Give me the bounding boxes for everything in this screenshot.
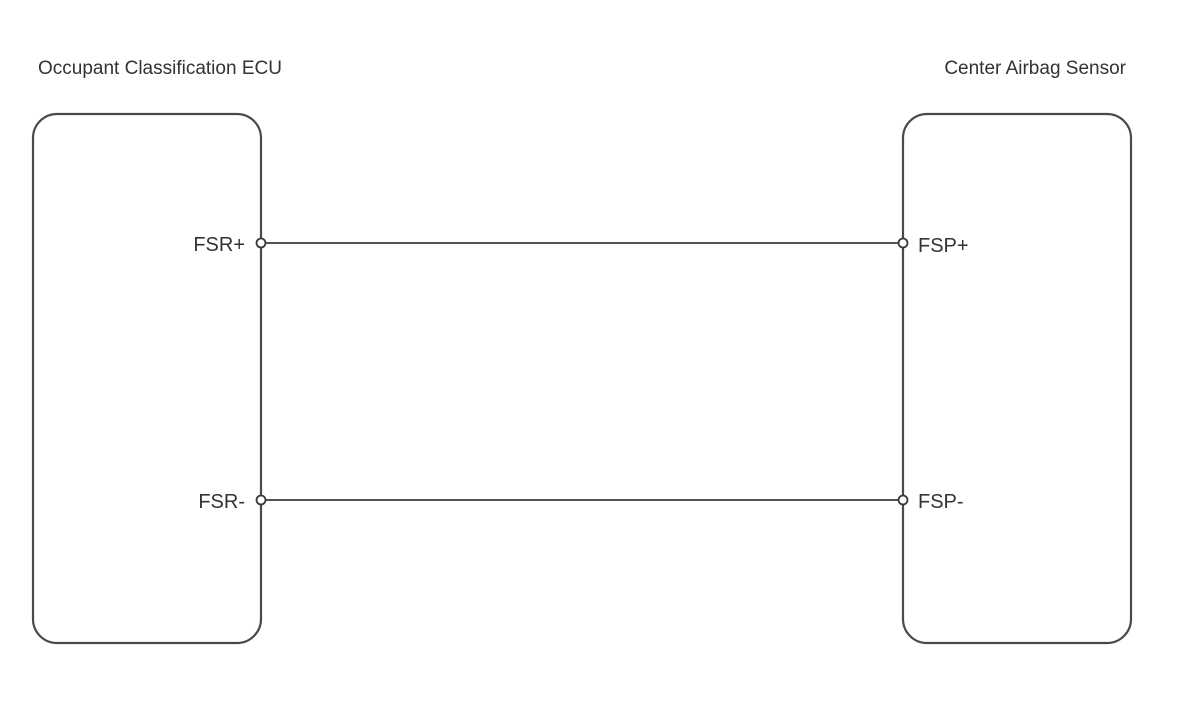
pin-label-fsp-minus: FSP- (918, 491, 964, 513)
pin-label-fsr-minus: FSR- (198, 491, 245, 513)
pin-label-fsr-plus: FSR+ (193, 234, 245, 256)
right-module-title: Center Airbag Sensor (944, 58, 1126, 79)
terminal-fsp-minus (897, 494, 909, 506)
left-module-title: Occupant Classification ECU (38, 58, 282, 79)
terminal-fsr-minus (255, 494, 267, 506)
right-module-box (901, 112, 1133, 645)
pin-label-fsp-plus: FSP+ (918, 235, 969, 257)
terminal-fsr-plus (255, 237, 267, 249)
left-module-box (31, 112, 263, 645)
terminal-fsp-plus (897, 237, 909, 249)
